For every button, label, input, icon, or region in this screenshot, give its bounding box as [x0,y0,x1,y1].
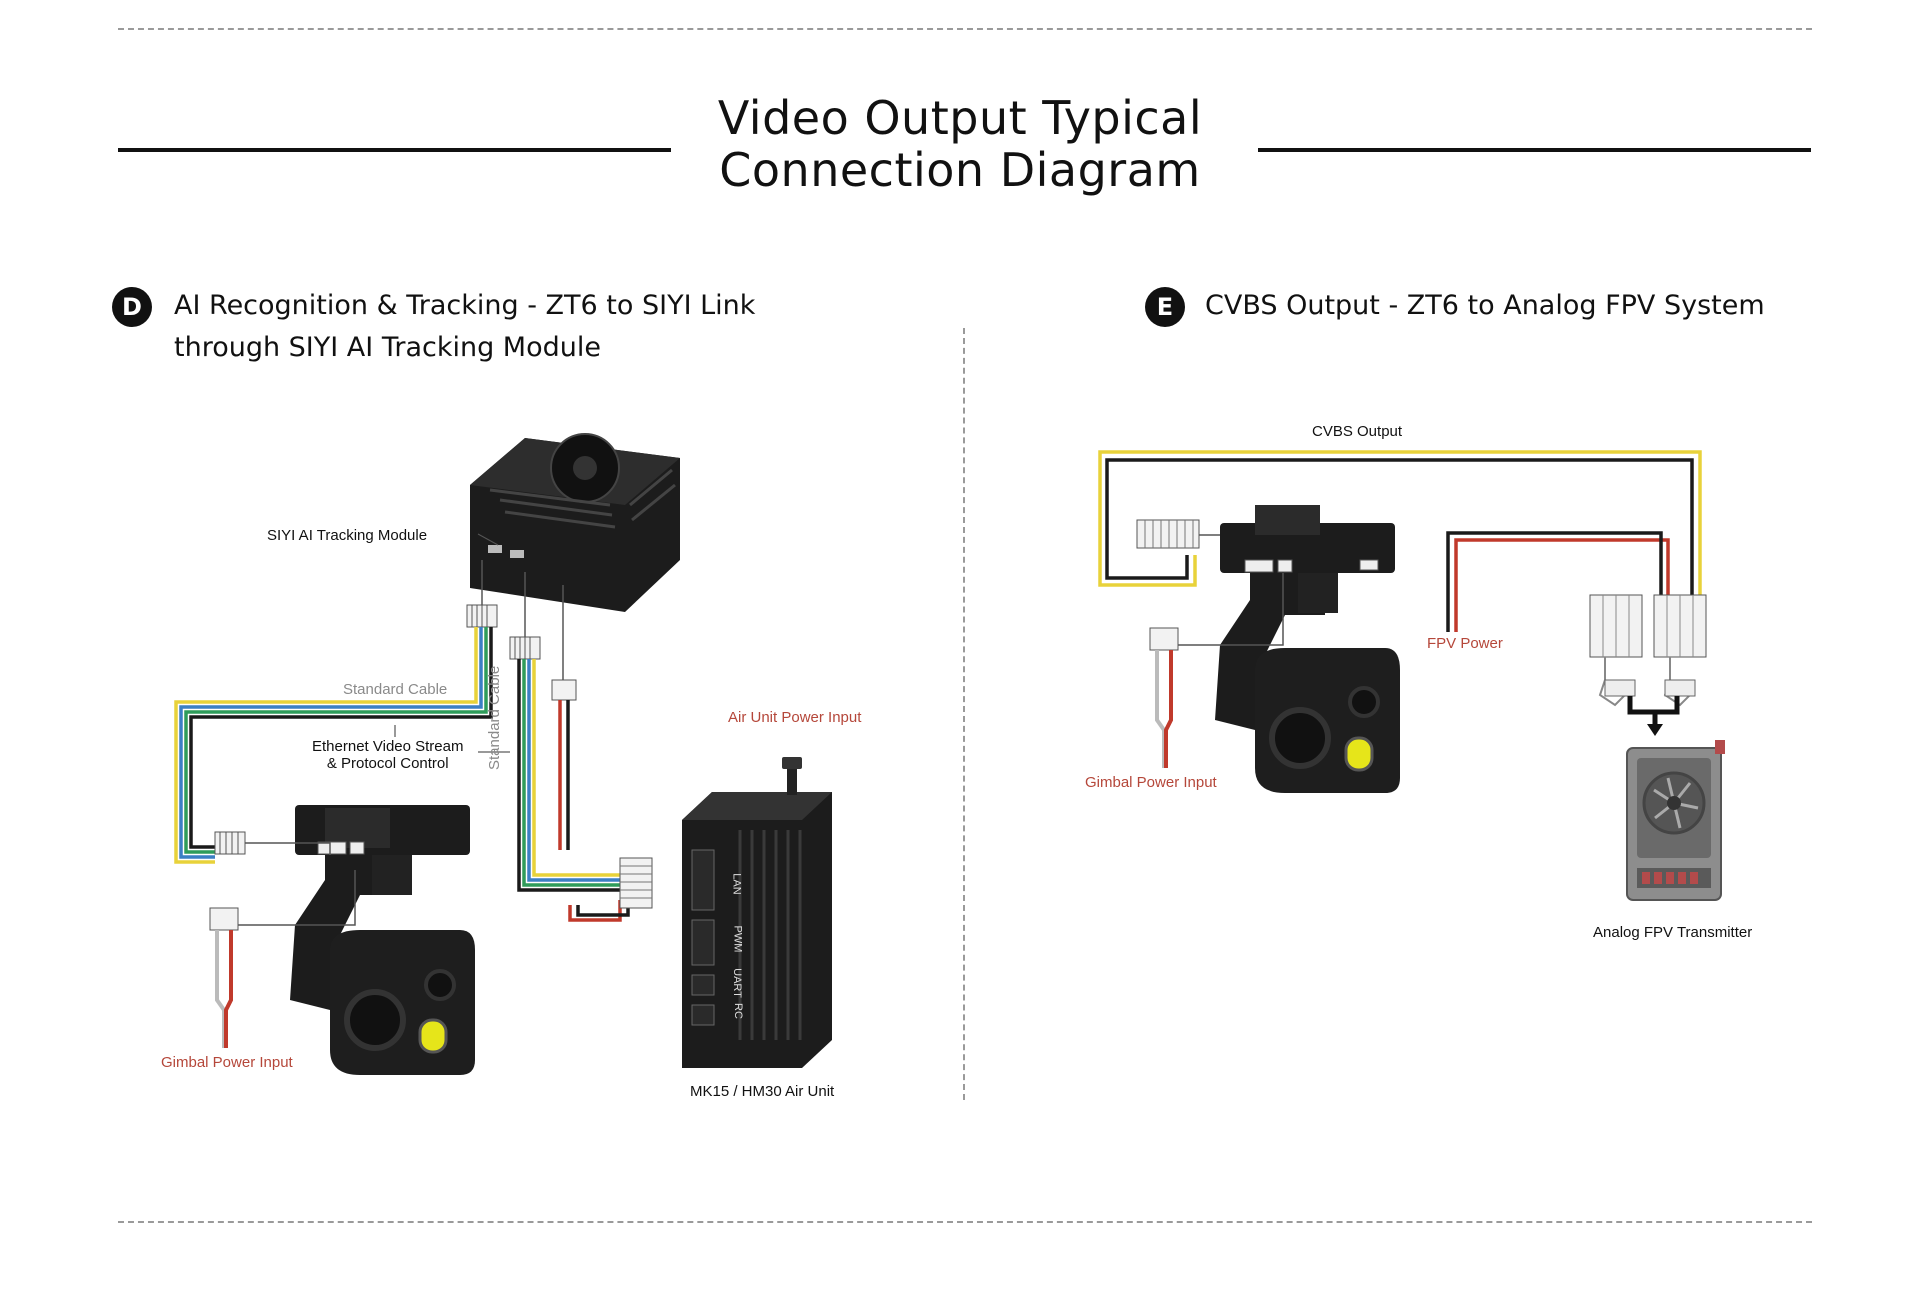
ai-tracking-module [470,433,680,612]
bottom-dashed-divider [118,1221,1812,1223]
fpv-power-cable [1446,531,1670,632]
gimbal-e-connector [1136,519,1200,549]
page-title: Video Output Typical Connection Diagram [690,92,1230,196]
label-analog-fpv-transmitter: Analog FPV Transmitter [1593,924,1753,941]
label-gimbal-power-input-e: Gimbal Power Input [1085,774,1217,791]
section-d-badge: D [112,287,152,327]
fan-icon [550,433,620,503]
standard-cable-lan2 [517,659,620,892]
title-rule-right [1258,148,1811,152]
analog-fpv-transmitter [1626,740,1725,901]
label-gimbal-power-input-d: Gimbal Power Input [161,1054,293,1071]
label-standard-cable-vertical: Standard Cable [486,665,503,770]
title-rule-left [118,148,671,152]
zt6-gimbal-e [1215,505,1400,793]
section-e-badge: E [1145,287,1185,327]
section-d-heading: AI Recognition & Tracking - ZT6 to SIYI … [174,285,755,369]
gimbal-e-power-cable [1149,573,1284,768]
transmitter-connectors [1589,594,1707,707]
center-dashed-divider [963,328,965,1100]
mk15-air-unit [682,757,832,1068]
label-ethernet-line-2: & Protocol Control [326,755,449,772]
title-line-1: Video Output Typical [717,91,1203,145]
ai-module-power-wires [558,700,630,922]
cvbs-output-cable [1098,450,1702,608]
ai-module-connector-lan1 [466,604,498,628]
label-air-unit: MK15 / HM30 Air Unit [690,1083,835,1100]
standard-cable-lan1 [174,627,493,864]
label-ai-tracking-module: SIYI AI Tracking Module [267,527,428,544]
ai-module-connector-lan2 [509,636,541,660]
label-fpv-power: FPV Power [1427,635,1503,652]
ai-module-connector-power [551,679,577,701]
gimbal-d-connector [214,831,246,855]
label-ethernet-video-stream: Ethernet Video Stream & Protocol Control [312,738,463,772]
section-d-line-1: AI Recognition & Tracking - ZT6 to SIYI … [174,290,756,321]
transmitter-fan-icon [1653,777,1699,829]
air-unit-connector [619,857,653,909]
top-dashed-divider [118,28,1812,30]
section-d-line-2: through SIYI AI Tracking Module [174,332,601,363]
port-label-rc: RC [731,1003,744,1019]
title-line-2: Connection Diagram [719,143,1201,197]
port-label-pwm: PWM [731,925,744,953]
label-air-unit-power-input: Air Unit Power Input [728,709,862,726]
gimbal-d-power-cable [209,870,356,1048]
label-standard-cable: Standard Cable [343,681,448,698]
label-cvbs-output: CVBS Output [1312,423,1403,440]
label-ethernet-line-1: Ethernet Video Stream [312,738,464,755]
section-e-heading: CVBS Output - ZT6 to Analog FPV System [1205,290,1765,321]
zt6-gimbal-d [290,805,475,1075]
port-label-lan: LAN [730,873,743,895]
port-label-uart: UART [730,968,743,998]
